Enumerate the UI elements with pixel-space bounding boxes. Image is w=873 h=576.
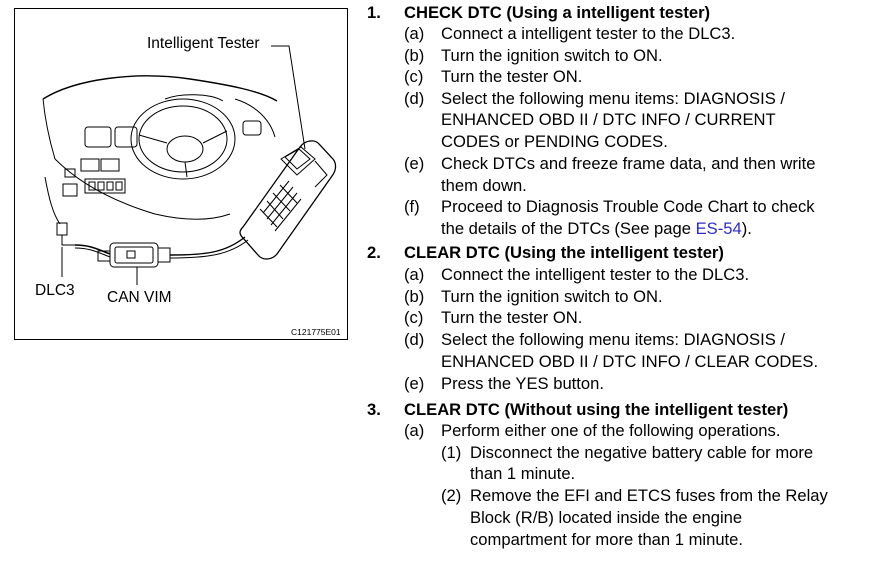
figure-code: C121775E01 bbox=[291, 327, 341, 337]
step-3a1-text-line2: than 1 minute. bbox=[470, 464, 576, 483]
step-1f-text-line2: the details of the DTCs (See page ES-54)… bbox=[441, 219, 752, 239]
step-1f-mark: (f) bbox=[404, 197, 420, 216]
step-1e-text-line1: Check DTCs and freeze frame data, and th… bbox=[441, 154, 816, 173]
step-2b-text: Turn the ignition switch to ON. bbox=[441, 287, 663, 306]
step-1b-text: Turn the ignition switch to ON. bbox=[441, 46, 663, 65]
section-1-number: 1. bbox=[367, 3, 381, 22]
dashboard-tester-illustration bbox=[42, 45, 337, 285]
step-3a-text: Perform either one of the following oper… bbox=[441, 421, 781, 440]
step-2c-mark: (c) bbox=[404, 308, 424, 327]
step-1f-text-post: ). bbox=[741, 219, 752, 238]
step-2d-mark: (d) bbox=[404, 330, 425, 349]
section-3-title: CLEAR DTC (Without using the intelligent… bbox=[404, 400, 789, 419]
step-1a-mark: (a) bbox=[404, 24, 425, 43]
can-vim-label: CAN VIM bbox=[107, 289, 172, 306]
step-2a-mark: (a) bbox=[404, 265, 425, 284]
step-2a-text: Connect the intelligent tester to the DL… bbox=[441, 265, 750, 284]
step-3a2-mark: (2) bbox=[441, 486, 462, 505]
step-1f-text-pre: the details of the DTCs (See page bbox=[441, 219, 696, 238]
step-2d-text-line1: Select the following menu items: DIAGNOS… bbox=[441, 330, 785, 349]
step-1c-text: Turn the tester ON. bbox=[441, 67, 583, 86]
page-link-es-54[interactable]: ES-54 bbox=[695, 219, 742, 238]
step-3a2-text-line2: Block (R/B) located inside the engine bbox=[470, 508, 743, 527]
step-2b-mark: (b) bbox=[404, 287, 425, 306]
step-2d-text-line2: ENHANCED OBD II / DTC INFO / CLEAR CODES… bbox=[441, 352, 819, 371]
dlc3-label: DLC3 bbox=[35, 282, 75, 299]
step-2e-mark: (e) bbox=[404, 374, 425, 393]
step-1d-text-line3: CODES or PENDING CODES. bbox=[441, 132, 668, 151]
step-2e-text: Press the YES button. bbox=[441, 374, 604, 393]
step-1d-text-line1: Select the following menu items: DIAGNOS… bbox=[441, 89, 785, 108]
step-3a2-text-line3: compartment for more than 1 minute. bbox=[470, 530, 743, 549]
step-3a1-text-line1: Disconnect the negative battery cable fo… bbox=[470, 443, 814, 462]
illustration-figure: Intelligent Tester DLC3 CAN VIM C121775E… bbox=[14, 8, 348, 340]
step-1d-mark: (d) bbox=[404, 89, 425, 108]
step-3a2-text-line1: Remove the EFI and ETCS fuses from the R… bbox=[470, 486, 828, 505]
step-1e-mark: (e) bbox=[404, 154, 425, 173]
section-3-number: 3. bbox=[367, 400, 381, 419]
step-1f-text-line1: Proceed to Diagnosis Trouble Code Chart … bbox=[441, 197, 815, 216]
step-1e-text-line2: them down. bbox=[441, 176, 527, 195]
step-1b-mark: (b) bbox=[404, 46, 425, 65]
step-3a1-mark: (1) bbox=[441, 443, 462, 462]
step-2c-text: Turn the tester ON. bbox=[441, 308, 583, 327]
step-1c-mark: (c) bbox=[404, 67, 424, 86]
section-1-title: CHECK DTC (Using a intelligent tester) bbox=[404, 3, 711, 22]
step-3a-mark: (a) bbox=[404, 421, 425, 440]
section-2-title: CLEAR DTC (Using the intelligent tester) bbox=[404, 243, 724, 262]
intelligent-tester-label: Intelligent Tester bbox=[147, 35, 260, 52]
section-2-number: 2. bbox=[367, 243, 381, 262]
step-1d-text-line2: ENHANCED OBD II / DTC INFO / CURRENT bbox=[441, 110, 776, 129]
step-1a-text: Connect a intelligent tester to the DLC3… bbox=[441, 24, 736, 43]
